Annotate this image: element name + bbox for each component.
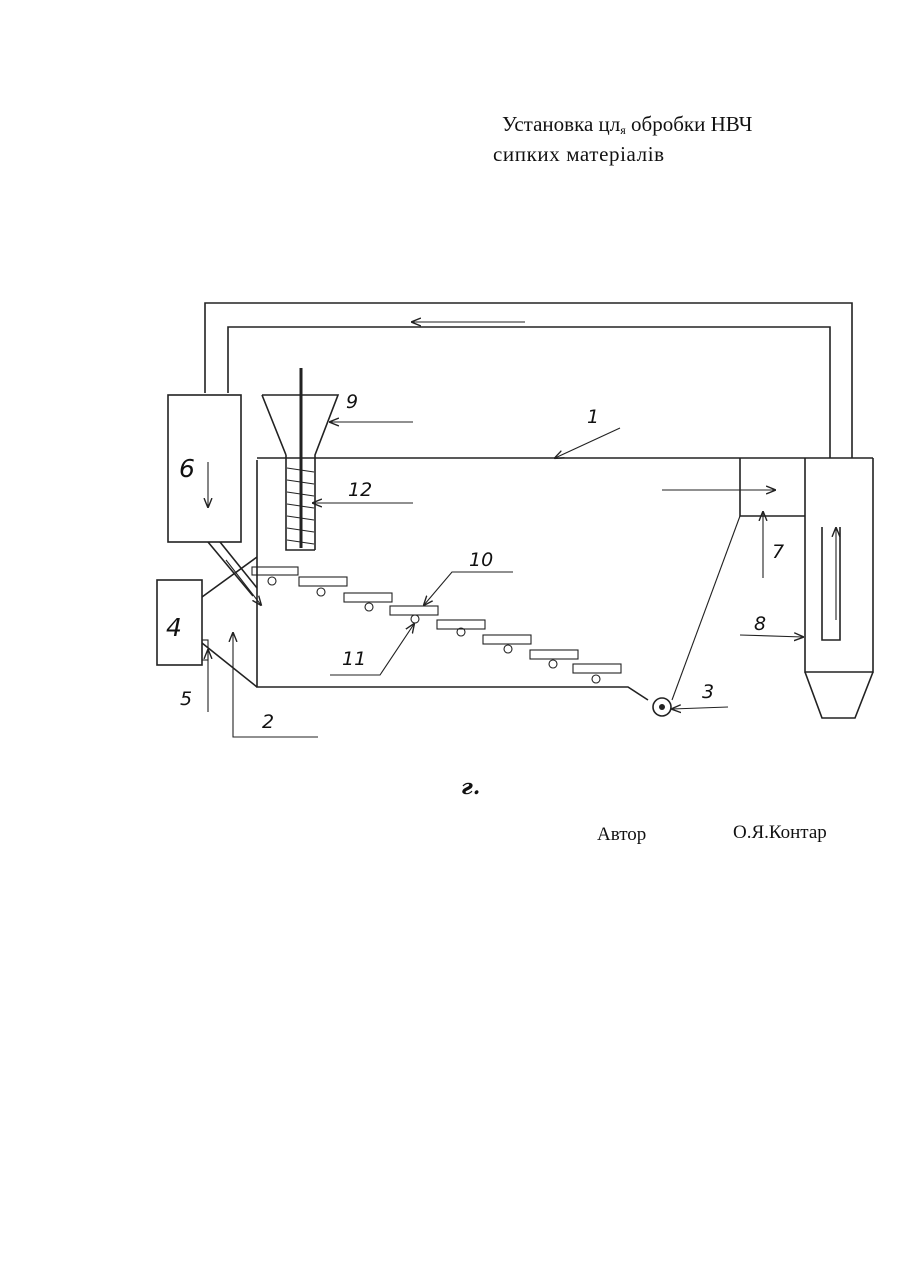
cyclone-cone xyxy=(805,672,873,718)
label-8-leader xyxy=(740,635,803,637)
label-5: 5 xyxy=(180,688,192,710)
duct-6-b xyxy=(220,542,257,588)
label-11: 11 xyxy=(342,648,366,670)
label-10: 10 xyxy=(469,549,493,571)
label-6: 6 xyxy=(179,454,195,483)
drive-roller-hub xyxy=(659,704,665,710)
figure-label: г. xyxy=(461,774,480,799)
label-3: 3 xyxy=(702,681,714,703)
return-belt xyxy=(672,516,740,700)
label-2-leader xyxy=(233,633,318,737)
label-3-leader xyxy=(672,707,728,709)
label-10-leader xyxy=(424,572,513,605)
label-1: 1 xyxy=(587,406,599,428)
label-1-leader xyxy=(555,428,620,458)
author-name: О.Я.Контар xyxy=(733,822,827,844)
label-2: 2 xyxy=(262,711,274,733)
cyclone-inner-pipe xyxy=(822,527,840,640)
chamber-right-section xyxy=(740,458,805,516)
label-12: 12 xyxy=(348,479,372,501)
label-4: 4 xyxy=(166,613,182,642)
label-8: 8 xyxy=(754,613,766,635)
return-duct-inner xyxy=(228,327,830,458)
label-7: 7 xyxy=(772,541,784,563)
label-9: 9 xyxy=(346,391,358,413)
author-label: Автор xyxy=(597,824,646,846)
conveyor-trays xyxy=(252,567,621,683)
